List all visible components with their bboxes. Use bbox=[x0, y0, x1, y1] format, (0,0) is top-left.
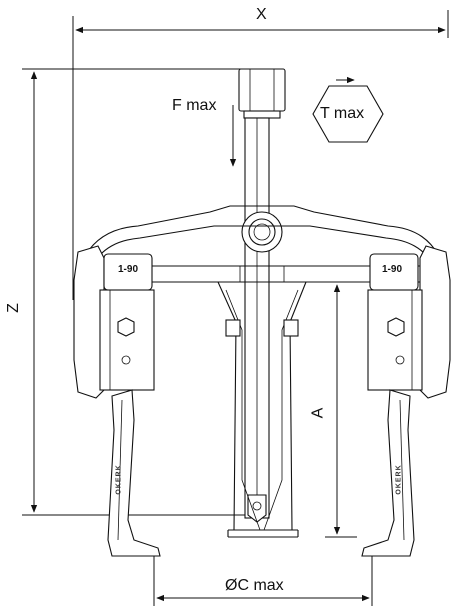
arm-marking-left: OKERK bbox=[115, 464, 123, 495]
arm-marking-right: OKERK bbox=[395, 464, 403, 495]
label-x: X bbox=[256, 6, 267, 23]
label-z: Z bbox=[4, 303, 22, 313]
badge-left: 1-90 bbox=[118, 264, 139, 275]
label-c-max: ØC max bbox=[225, 577, 284, 594]
center-nut bbox=[241, 211, 283, 253]
dimension-c-max bbox=[153, 550, 373, 606]
dimension-a bbox=[325, 281, 357, 538]
label-a: A bbox=[309, 407, 327, 419]
center-body bbox=[217, 281, 307, 538]
dimension-x bbox=[72, 10, 449, 300]
dimension-z bbox=[22, 68, 262, 516]
label-t-max: T max bbox=[320, 105, 365, 122]
spindle bbox=[244, 117, 270, 523]
torque-hexagon bbox=[312, 76, 384, 143]
right-jaw bbox=[361, 245, 451, 557]
badge-right: 1-90 bbox=[382, 264, 403, 275]
left-jaw bbox=[73, 245, 161, 557]
label-f-max: F max bbox=[172, 97, 217, 114]
spindle-head bbox=[238, 68, 286, 119]
